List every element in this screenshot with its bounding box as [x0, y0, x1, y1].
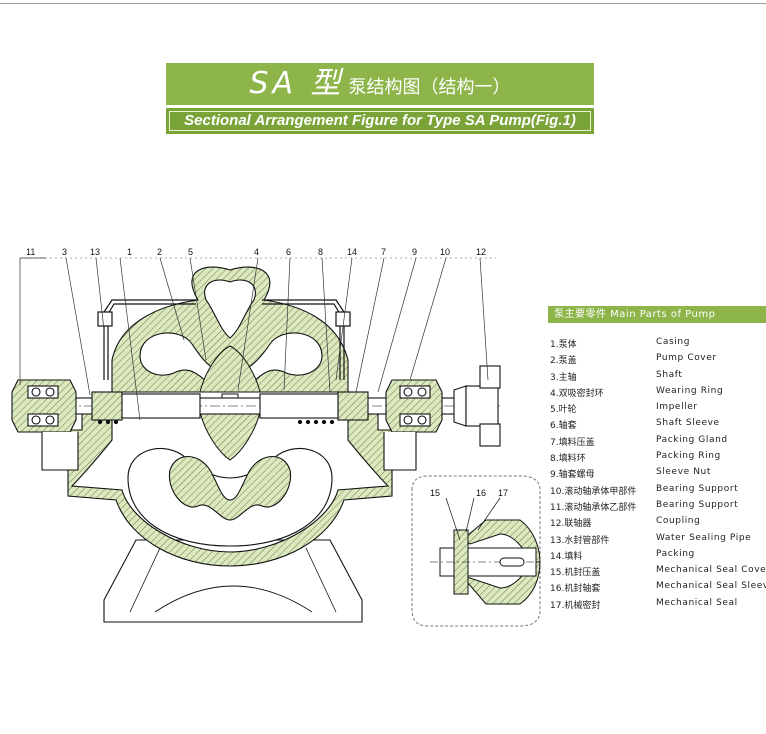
- part-cn: 10.滚动轴承体甲部件: [550, 486, 637, 497]
- part-cn: 8.填料环: [550, 454, 586, 465]
- callout-13: 13: [90, 247, 100, 257]
- list-item: 10.滚动轴承体甲部件 Bearing Support: [550, 484, 766, 500]
- list-item: 7.填料压盖 Packing Gland: [550, 435, 766, 451]
- pump-casing: [67, 411, 393, 567]
- part-en: Coupling: [656, 516, 701, 527]
- callout-4: 4: [254, 247, 259, 257]
- title-cn-text: 泵结构图（结构一）: [348, 77, 511, 98]
- list-item: 2.泵盖 Pump Cover: [550, 353, 766, 369]
- part-en: Packing Ring: [656, 451, 721, 462]
- list-item: 16.机封轴套 Mechanical Seal Sleeve: [550, 581, 766, 597]
- list-item: 5.叶轮 Impeller: [550, 402, 766, 418]
- part-cn: 4.双吸密封环: [550, 388, 604, 399]
- callout-12: 12: [476, 247, 486, 257]
- part-en: Mechanical Seal Cover: [656, 565, 766, 576]
- title-chinese-banner: SA 型泵结构图（结构一）: [166, 63, 594, 105]
- part-cn: 2.泵盖: [550, 356, 577, 367]
- callout-9: 9: [412, 247, 417, 257]
- part-en: Packing Gland: [656, 434, 728, 445]
- part-cn: 11.滚动轴承体乙部件: [550, 502, 637, 513]
- part-en: Impeller: [656, 402, 698, 413]
- part-cn: 17.机械密封: [550, 600, 601, 611]
- coupling: [453, 365, 501, 447]
- list-item: 17.机械密封 Mechanical Seal: [550, 598, 766, 614]
- mechanical-seal-detail: [411, 475, 541, 627]
- list-item: 1.泵体 Casing: [550, 337, 766, 353]
- part-en: Shaft: [656, 369, 683, 380]
- pump-base: [103, 539, 363, 623]
- part-cn: 13.水封管部件: [550, 535, 610, 546]
- parts-legend-header: 泵主要零件 Main Parts of Pump: [548, 306, 766, 323]
- title-english-banner: Sectional Arrangement Figure for Type SA…: [166, 108, 594, 134]
- part-cn: 1.泵体: [550, 340, 577, 350]
- callout-5: 5: [188, 247, 193, 257]
- list-item: 15.机封压盖 Mechanical Seal Cover: [550, 565, 766, 581]
- list-item: 11.滚动轴承体乙部件 Bearing Support: [550, 500, 766, 516]
- part-cn: 15.机封压盖: [550, 568, 601, 579]
- part-en: Water Sealing Pipe: [656, 532, 752, 543]
- part-cn: 16.机封轴套: [550, 584, 601, 595]
- detail-callout-labels: 15 16 17: [430, 488, 508, 498]
- callout-7: 7: [381, 247, 386, 257]
- part-en: Casing: [656, 337, 691, 347]
- callout-6: 6: [286, 247, 291, 257]
- callout-leaders: [19, 257, 496, 421]
- part-en: Wearing Ring: [656, 385, 724, 396]
- part-cn: 5.叶轮: [550, 405, 577, 416]
- part-cn: 7.填料压盖: [550, 437, 595, 448]
- part-en: Shaft Sleeve: [656, 418, 720, 429]
- title-english-border: [169, 111, 591, 131]
- callout-14: 14: [347, 247, 357, 257]
- part-cn: 3.主轴: [550, 372, 577, 383]
- callout-17: 17: [498, 488, 508, 498]
- list-item: 8.填料环 Packing Ring: [550, 451, 766, 467]
- list-item: 13.水封管部件 Water Sealing Pipe: [550, 533, 766, 549]
- part-en: Sleeve Nut: [656, 467, 711, 478]
- part-cn: 14.填料: [550, 551, 583, 562]
- callout-10: 10: [440, 247, 450, 257]
- water-sealing-pipe: [97, 299, 351, 380]
- callout-2: 2: [157, 247, 162, 257]
- callout-8: 8: [318, 247, 323, 257]
- list-item: 12.联轴器 Coupling: [550, 516, 766, 532]
- parts-list: 1.泵体 Casing 2.泵盖 Pump Cover 3.主轴 Shaft 4.双吸…: [550, 337, 766, 614]
- part-en: Mechanical Seal Sleeve: [656, 581, 766, 592]
- title-model: SA 型: [249, 66, 345, 101]
- callout-labels: 11 3 13 1 2 5 4 6 8 14 7 9 10 12: [26, 247, 486, 257]
- part-en: Bearing Support: [656, 499, 739, 510]
- list-item: 3.主轴 Shaft: [550, 370, 766, 386]
- list-item: 9.轴套螺母 Sleeve Nut: [550, 467, 766, 483]
- part-en: Bearing Support: [656, 483, 739, 494]
- callout-11: 11: [26, 247, 35, 257]
- part-cn: 9.轴套螺母: [550, 470, 595, 481]
- callout-16: 16: [476, 488, 486, 498]
- list-item: 6.轴套 Shaft Sleeve: [550, 418, 766, 434]
- title-en-text: Sectional Arrangement Figure for Type SA…: [184, 112, 576, 129]
- part-cn: 6.轴套: [550, 421, 577, 432]
- bearing-support-left: [11, 379, 79, 471]
- part-en: Mechanical Seal: [656, 597, 738, 608]
- bearing-support-right: [383, 379, 443, 471]
- pump-cover: [111, 266, 349, 393]
- part-en: Pump Cover: [656, 353, 717, 364]
- top-rule: [0, 3, 766, 4]
- callout-15: 15: [430, 488, 440, 498]
- main-shaft: [12, 391, 500, 425]
- list-item: 14.填料 Packing: [550, 549, 766, 565]
- part-en: Packing: [656, 548, 695, 559]
- part-cn: 12.联轴器: [550, 519, 592, 530]
- list-item: 4.双吸密封环 Wearing Ring: [550, 386, 766, 402]
- callout-3: 3: [62, 247, 67, 257]
- callout-1: 1: [127, 247, 132, 257]
